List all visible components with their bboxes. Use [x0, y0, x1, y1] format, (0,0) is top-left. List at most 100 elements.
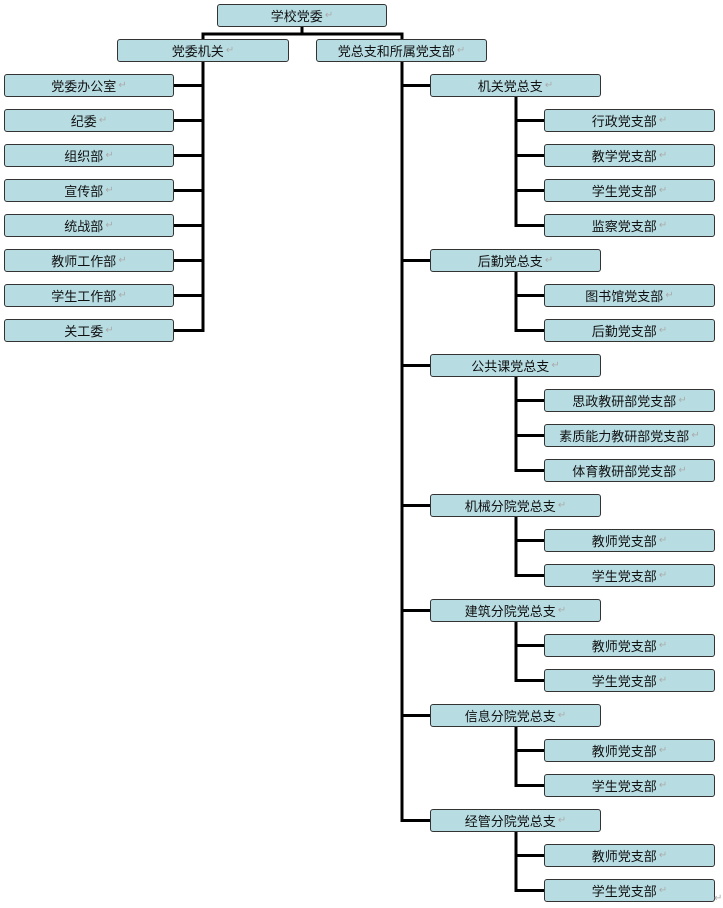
- node-office: 关工委↵: [4, 319, 174, 342]
- node-office: 统战部↵: [4, 214, 174, 237]
- paragraph-mark: ↵: [544, 80, 554, 91]
- node-label: 党委办公室: [51, 80, 117, 95]
- paragraph-mark: ↵: [225, 45, 235, 56]
- paragraph-mark: ↵: [118, 80, 127, 91]
- node-label: 经管分院党总支: [464, 815, 556, 830]
- node-label: 统战部: [64, 220, 104, 235]
- node-label: 图书馆党支部: [585, 290, 664, 305]
- node-label: 教师工作部: [51, 255, 117, 270]
- node-branch: 教师党支部↵: [544, 739, 715, 762]
- node-branch: 学生党支部↵: [544, 179, 715, 202]
- paragraph-mark: ↵: [658, 850, 668, 861]
- paragraph-mark: ↵: [658, 675, 668, 686]
- paragraph-mark: ↵: [557, 605, 567, 616]
- node-label: 信息分院党总支: [464, 710, 556, 725]
- paragraph-mark: ↵: [456, 45, 466, 56]
- paragraph-mark: ↵: [658, 780, 668, 791]
- node-label: 教师党支部: [591, 535, 657, 550]
- node-branch: 教学党支部↵: [544, 144, 715, 167]
- node-branch: 图书馆党支部↵: [544, 284, 715, 307]
- node-party-offices: 党委机关↵: [117, 39, 289, 62]
- node-branch: 体育教研部党支部↵: [544, 459, 715, 482]
- node-label: 学生党支部: [591, 780, 657, 795]
- node-label: 教师党支部: [591, 850, 657, 865]
- node-general-branch: 机关党总支↵: [430, 74, 601, 97]
- paragraph-mark: ↵: [557, 710, 567, 721]
- node-general-branch: 建筑分院党总支↵: [430, 599, 601, 622]
- node-label: 思政教研部党支部: [572, 395, 677, 410]
- paragraph-mark: ↵: [665, 290, 674, 301]
- node-label: 后勤党总支: [477, 255, 543, 270]
- paragraph-mark: ↵: [658, 535, 668, 546]
- node-office: 学生工作部↵: [4, 284, 174, 307]
- paragraph-mark: ↵: [324, 10, 334, 21]
- node-office: 教师工作部↵: [4, 249, 174, 272]
- node-label: 素质能力教研部党支部: [559, 430, 690, 445]
- paragraph-mark: ↵: [658, 150, 668, 161]
- node-label: 监察党支部: [591, 220, 657, 235]
- node-general-branches: 党总支和所属党支部↵: [316, 39, 487, 62]
- node-label: 党总支和所属党支部: [337, 45, 455, 60]
- paragraph-mark: ↵: [557, 500, 567, 511]
- paragraph-mark: ↵: [678, 465, 687, 476]
- node-label: 学生党支部: [591, 570, 657, 585]
- node-office: 党委办公室↵: [4, 74, 174, 97]
- node-label: 学生党支部: [591, 885, 657, 900]
- node-branch: 监察党支部↵: [544, 214, 715, 237]
- node-label: 学生工作部: [51, 290, 117, 305]
- node-branch: 教师党支部↵: [544, 844, 715, 867]
- node-branch: 教师党支部↵: [544, 529, 715, 552]
- node-label: 公共课党总支: [471, 360, 550, 375]
- paragraph-mark: ↵: [678, 395, 687, 406]
- node-label: 建筑分院党总支: [464, 605, 556, 620]
- node-general-branch: 公共课党总支↵: [430, 354, 601, 377]
- node-label: 机关党总支: [477, 80, 543, 95]
- node-general-branch: 经管分院党总支↵: [430, 809, 601, 832]
- node-label: 后勤党支部: [591, 325, 657, 340]
- paragraph-mark: ↵: [105, 220, 114, 231]
- paragraph-mark: ↵: [118, 290, 127, 301]
- node-general-branch: 后勤党总支↵: [430, 249, 601, 272]
- paragraph-mark: ↵: [658, 745, 668, 756]
- node-branch: 后勤党支部↵: [544, 319, 715, 342]
- paragraph-mark: ↵: [691, 430, 700, 441]
- node-label: 党委机关: [171, 45, 224, 60]
- node-office: 纪委↵: [4, 109, 174, 132]
- node-label: 行政党支部: [591, 115, 657, 130]
- paragraph-mark: ↵: [98, 115, 108, 126]
- node-label: 纪委: [70, 115, 97, 130]
- node-branch: 学生党支部↵: [544, 669, 715, 692]
- paragraph-mark: ↵: [658, 885, 668, 896]
- paragraph-mark: ↵: [658, 570, 668, 581]
- paragraph-mark: ↵: [105, 325, 114, 336]
- node-label: 宣传部: [64, 185, 104, 200]
- paragraph-mark: ↵: [658, 640, 668, 651]
- paragraph-mark: ↵: [551, 360, 560, 371]
- paragraph-mark: ↵: [105, 185, 114, 196]
- node-label: 关工委: [64, 325, 104, 340]
- node-label: 学生党支部: [591, 185, 657, 200]
- paragraph-mark: ↵: [658, 185, 668, 196]
- node-office: 组织部↵: [4, 144, 174, 167]
- node-label: 机械分院党总支: [464, 500, 556, 515]
- node-branch: 思政教研部党支部↵: [544, 389, 715, 412]
- node-label: 组织部: [64, 150, 104, 165]
- node-label: 教师党支部: [591, 640, 657, 655]
- node-label: 教学党支部: [591, 150, 657, 165]
- node-label: 学校党委: [270, 10, 323, 25]
- node-root: 学校党委↵: [217, 4, 387, 27]
- node-branch: 行政党支部↵: [544, 109, 715, 132]
- node-label: 教师党支部: [591, 745, 657, 760]
- node-branch: 教师党支部↵: [544, 634, 715, 657]
- paragraph-mark: ↵: [105, 150, 114, 161]
- node-general-branch: 机械分院党总支↵: [430, 494, 601, 517]
- node-branch: 学生党支部↵: [544, 774, 715, 797]
- node-branch: 素质能力教研部党支部↵: [544, 424, 715, 447]
- node-general-branch: 信息分院党总支↵: [430, 704, 601, 727]
- paragraph-mark: ↵: [118, 255, 127, 266]
- paragraph-mark: ↵: [544, 255, 554, 266]
- node-branch: 学生党支部↵: [544, 564, 715, 587]
- node-label: 学生党支部: [591, 675, 657, 690]
